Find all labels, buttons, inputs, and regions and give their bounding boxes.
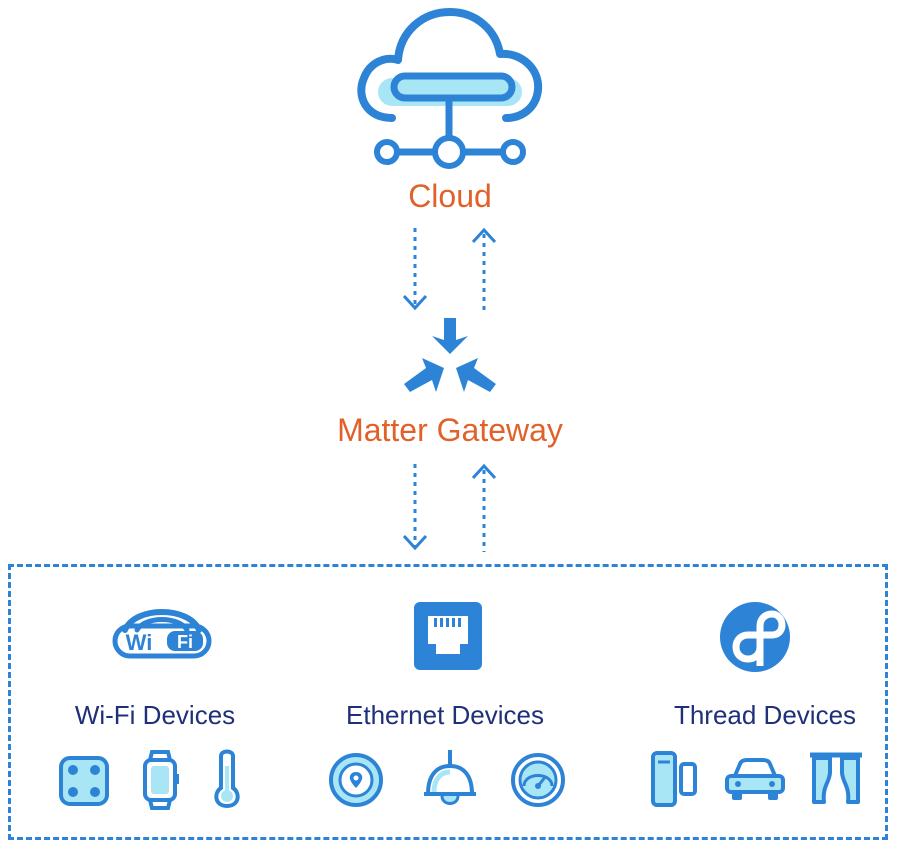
- thermometer-icon: [214, 749, 240, 809]
- devices-group-box: [8, 564, 888, 840]
- smart-scale-icon: [59, 756, 109, 806]
- gateway-label: Matter Gateway: [337, 412, 563, 448]
- thread-devices-label: Thread Devices: [673, 700, 857, 730]
- ethernet-port-icon: [414, 602, 482, 670]
- cloud-label: Cloud: [408, 178, 492, 214]
- devices-to-gateway-arrow-icon: [471, 463, 497, 552]
- gauge-icon: [511, 753, 565, 807]
- ethernet-devices-label: Ethernet Devices: [346, 700, 544, 730]
- gateway-node: [400, 314, 500, 400]
- wifi-icon-text-right: Fi: [177, 632, 193, 652]
- cloud-node: [350, 0, 550, 180]
- thread-logo-icon: [720, 602, 790, 672]
- wifi-icon: Wi Fi: [112, 609, 212, 659]
- cloud-to-gateway-arrow-icon: [402, 228, 428, 311]
- wifi-icon-text-left: Wi: [126, 630, 153, 655]
- door-sensor-icon: [651, 751, 697, 807]
- wifi-devices-label: Wi-Fi Devices: [74, 700, 236, 730]
- car-icon: [725, 758, 785, 800]
- smoke-detector-icon: [329, 753, 383, 807]
- smartwatch-icon: [143, 750, 179, 810]
- pendant-lamp-icon: [424, 750, 476, 805]
- matter-logo-icon: [404, 318, 496, 392]
- curtain-icon: [810, 752, 862, 804]
- cloud-network-icon: [357, 8, 543, 169]
- gateway-to-devices-arrow-icon: [402, 464, 428, 551]
- gateway-to-cloud-arrow-icon: [471, 227, 497, 314]
